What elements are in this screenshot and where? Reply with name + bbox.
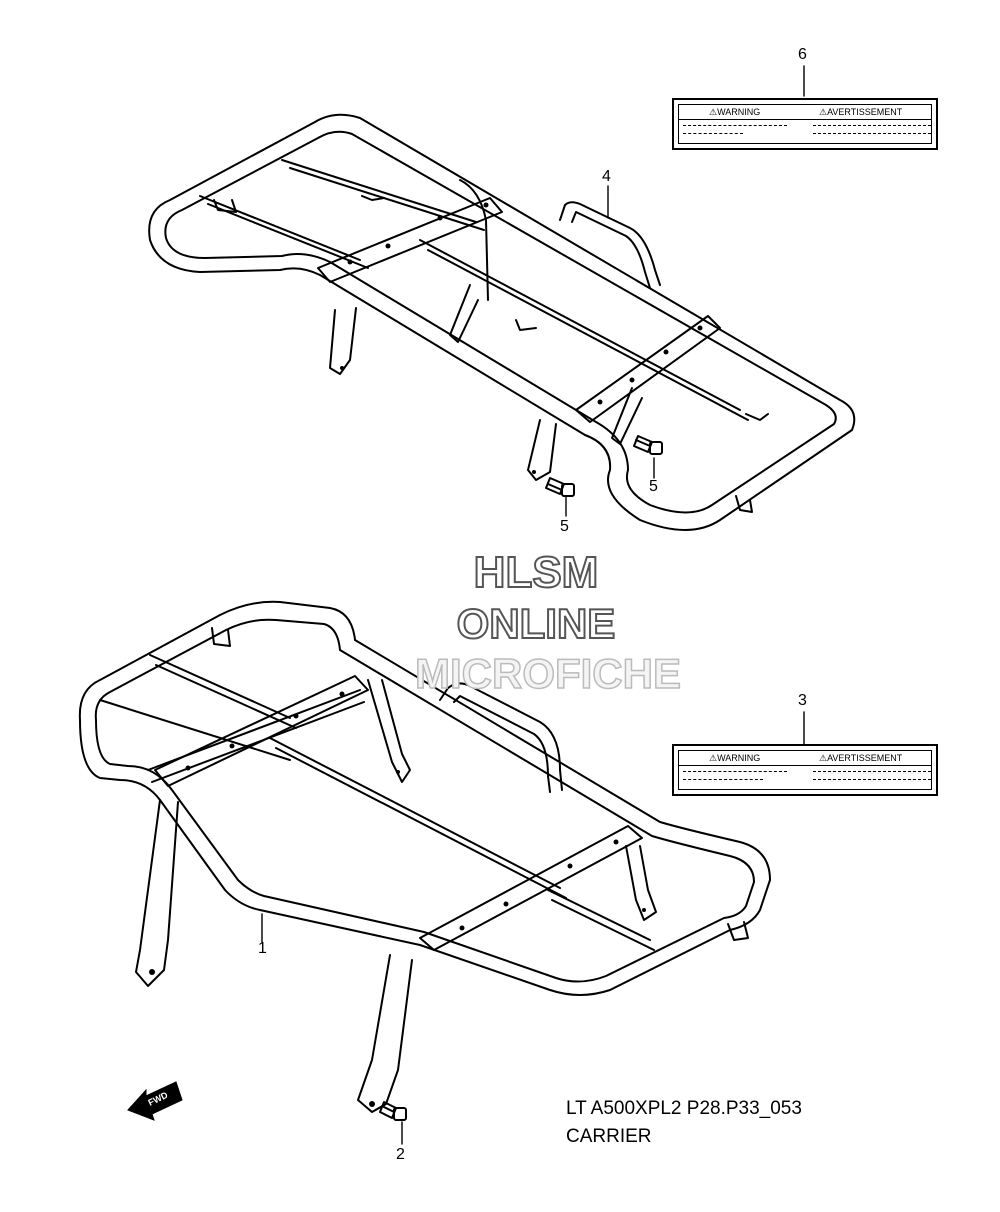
watermark-line-2: ONLINE (456, 599, 617, 648)
callout-6: 6 (798, 46, 807, 63)
callout-4: 4 (602, 168, 611, 185)
bolt-part-5a (545, 477, 575, 497)
lower-carrier (78, 600, 771, 1113)
avertissement-text: ⚠AVERTISSEMENT (819, 107, 903, 117)
diagram-code: LT A500XPL2 P28.P33_053 (566, 1098, 802, 1119)
warning-label-part-3: ⚠WARNING ⚠AVERTISSEMENT (672, 744, 938, 796)
callout-5-right: 5 (649, 478, 658, 495)
watermark-line-3: MICROFICHE (414, 649, 682, 698)
diagram-title: CARRIER (566, 1126, 652, 1147)
avertissement-text: ⚠AVERTISSEMENT (819, 753, 903, 763)
callout-5-left: 5 (560, 518, 569, 535)
bolt-part-2 (379, 1101, 407, 1121)
upper-carrier (148, 113, 856, 531)
warning-label-part-6: ⚠WARNING ⚠AVERTISSEMENT (672, 98, 938, 150)
callout-2: 2 (396, 1146, 405, 1163)
warning-text: ⚠WARNING (709, 107, 761, 117)
callout-1: 1 (258, 940, 267, 957)
bolt-part-5b (633, 435, 663, 455)
fwd-arrow-icon: FWD (127, 1081, 183, 1121)
warning-text: ⚠WARNING (709, 753, 761, 763)
watermark-line-1: HLSM (473, 547, 600, 598)
callout-3: 3 (798, 692, 807, 709)
